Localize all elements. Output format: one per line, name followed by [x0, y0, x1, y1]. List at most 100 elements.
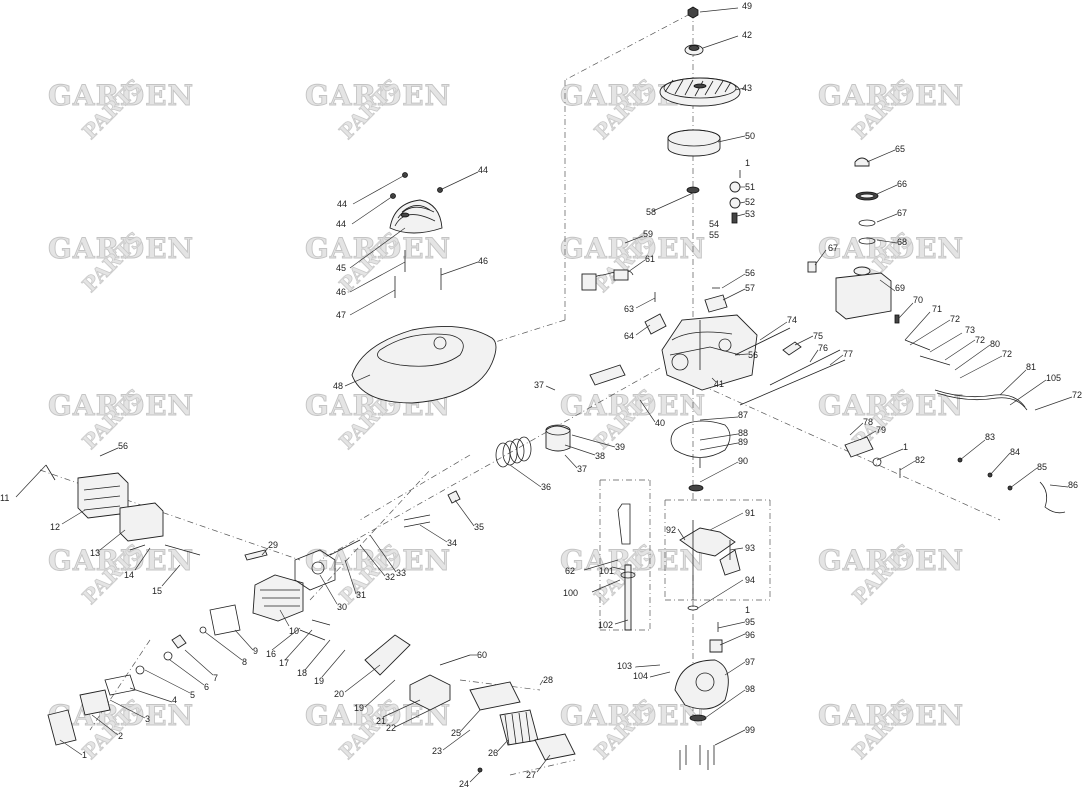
- part-callout-2: 2: [118, 731, 123, 741]
- engine-cover-part: [351, 326, 497, 404]
- part-callout-56: 56: [118, 441, 128, 451]
- part-callout-80: 80: [990, 339, 1000, 349]
- part-callout-70: 70: [913, 295, 923, 305]
- watermark-main-text: GARDEN: [818, 79, 964, 112]
- part-callout-31: 31: [356, 590, 366, 600]
- part-callout-72: 72: [950, 314, 960, 324]
- part-callout-47: 47: [336, 310, 346, 320]
- watermark-main-text: GARDEN: [48, 232, 194, 265]
- part-callout-63: 63: [624, 304, 634, 314]
- part-callout-40: 40: [655, 418, 665, 428]
- part-shapes: [45, 6, 1066, 773]
- part-callout-67: 67: [828, 243, 838, 253]
- part-callout-84: 84: [1010, 447, 1020, 457]
- oil-fill-tube-part: [624, 564, 632, 631]
- watermark-main-text: GARDEN: [305, 544, 451, 577]
- part-callout-61: 61: [645, 254, 655, 264]
- part-callout-58: 58: [646, 207, 656, 217]
- part-callout-8: 8: [242, 657, 247, 667]
- part-callout-12: 12: [50, 522, 60, 532]
- part-callout-25: 25: [451, 728, 461, 738]
- part-callout-44: 44: [336, 219, 346, 229]
- part-callout-96: 96: [745, 630, 755, 640]
- part-callout-7: 7: [213, 673, 218, 683]
- crankcase-part: [661, 314, 758, 391]
- watermark-main-text: GARDEN: [48, 544, 194, 577]
- part-callout-5: 5: [190, 690, 195, 700]
- watermark-main-text: GARDEN: [560, 699, 706, 732]
- part-callout-49: 49: [742, 1, 752, 11]
- part-callout-76: 76: [818, 343, 828, 353]
- watermark-main-text: GARDEN: [305, 79, 451, 112]
- part-callout-86: 86: [1068, 480, 1078, 490]
- piston-part: [545, 425, 571, 452]
- part-callout-94: 94: [745, 575, 755, 585]
- nut-part: [687, 6, 699, 19]
- part-callout-38: 38: [595, 451, 605, 461]
- part-callout-44: 44: [478, 165, 488, 175]
- part-callout-105: 105: [1046, 373, 1061, 383]
- part-callout-42: 42: [742, 30, 752, 40]
- part-callout-19: 19: [354, 703, 364, 713]
- part-callout-75: 75: [813, 331, 823, 341]
- watermark-main-text: GARDEN: [818, 544, 964, 577]
- part-callout-66: 66: [897, 179, 907, 189]
- part-callout-60: 60: [477, 650, 487, 660]
- part-callout-37: 37: [534, 380, 544, 390]
- part-callout-103: 103: [617, 661, 632, 671]
- part-callout-79: 79: [876, 425, 886, 435]
- part-callout-53: 53: [745, 209, 755, 219]
- part-callout-29: 29: [268, 540, 278, 550]
- part-callout-51: 51: [745, 182, 755, 192]
- part-callout-92: 92: [666, 525, 676, 535]
- muffler-part: [119, 502, 164, 542]
- part-callout-100: 100: [563, 588, 578, 598]
- part-callout-64: 64: [624, 331, 634, 341]
- part-callout-36: 36: [541, 482, 551, 492]
- part-callout-16: 16: [266, 649, 276, 659]
- part-callout-69: 69: [895, 283, 905, 293]
- part-callout-1: 1: [745, 605, 750, 615]
- part-callout-9: 9: [253, 646, 258, 656]
- part-callout-102: 102: [598, 620, 613, 630]
- part-callout-14: 14: [124, 570, 134, 580]
- part-callout-22: 22: [386, 723, 396, 733]
- part-callout-57: 57: [745, 283, 755, 293]
- watermark-main-text: GARDEN: [48, 389, 194, 422]
- part-callout-81: 81: [1026, 362, 1036, 372]
- part-callout-91: 91: [745, 508, 755, 518]
- part-callout-26: 26: [488, 748, 498, 758]
- part-callout-93: 93: [745, 543, 755, 553]
- part-callout-13: 13: [90, 548, 100, 558]
- part-callout-4: 4: [172, 695, 177, 705]
- cup-part: [667, 129, 721, 157]
- part-callout-73: 73: [965, 325, 975, 335]
- part-callout-24: 24: [459, 779, 469, 789]
- air-filter-housing-part: [469, 681, 521, 711]
- part-callout-62: 62: [565, 566, 575, 576]
- spark-plug-part: [244, 549, 268, 561]
- part-callout-72: 72: [1072, 390, 1082, 400]
- part-callout-32: 32: [385, 572, 395, 582]
- part-callout-19: 19: [314, 676, 324, 686]
- watermark-main-text: GARDEN: [818, 699, 964, 732]
- part-callout-18: 18: [297, 668, 307, 678]
- part-callout-83: 83: [985, 432, 995, 442]
- part-callout-1: 1: [82, 750, 87, 760]
- part-callout-27: 27: [526, 770, 536, 780]
- part-callout-56: 56: [748, 350, 758, 360]
- part-callout-45: 45: [336, 263, 346, 273]
- watermark-main-text: GARDEN: [560, 232, 706, 265]
- part-callout-44: 44: [337, 199, 347, 209]
- watermark-main-text: GARDEN: [560, 544, 706, 577]
